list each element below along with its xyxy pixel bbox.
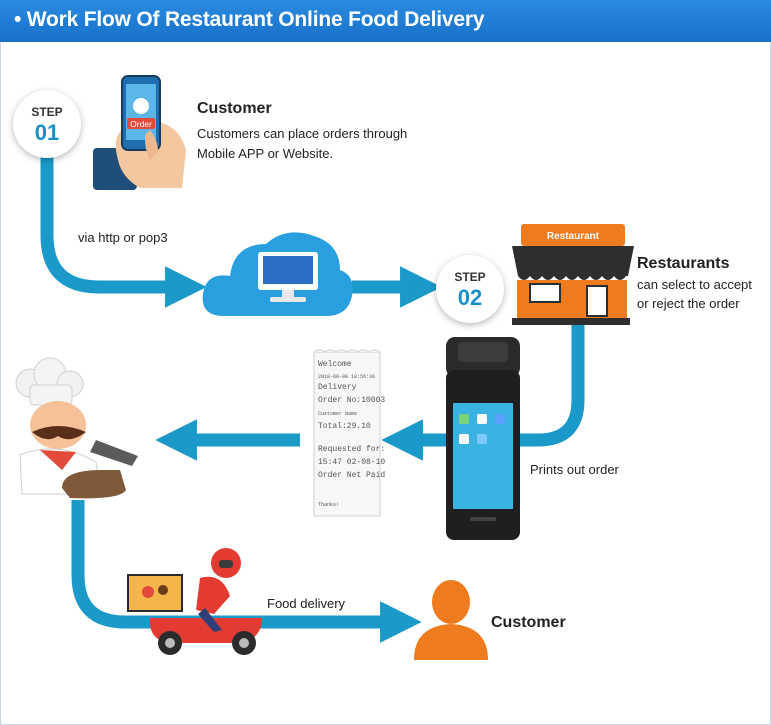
step-02-title: Restaurants bbox=[637, 255, 730, 272]
customer-icon bbox=[414, 580, 488, 660]
receipt-line: Customer Name bbox=[318, 411, 357, 417]
delivery-label: Food delivery bbox=[267, 596, 346, 611]
step-02-label: STEP bbox=[454, 270, 486, 284]
restaurant-icon: Restaurant bbox=[512, 224, 634, 325]
step-02-desc-line1: can select to accept bbox=[637, 277, 752, 292]
receipt-line: Requested for: bbox=[318, 445, 385, 454]
cloud-monitor-icon bbox=[202, 232, 353, 316]
step-02-badge: STEP 02 bbox=[436, 255, 504, 323]
receipt-line: Total:29.10 bbox=[318, 422, 371, 431]
step-01-title: Customer bbox=[197, 100, 272, 117]
receipt-icon: Welcome 2018-08-08 10:56:36DeliveryOrder … bbox=[313, 349, 385, 517]
scooter-rider-icon bbox=[127, 548, 262, 655]
step-02-number: 02 bbox=[457, 285, 483, 310]
restaurant-sign-text: Restaurant bbox=[547, 231, 600, 242]
flow-line-step1-to-cloud bbox=[40, 148, 207, 308]
step-02-desc-line2: or reject the order bbox=[637, 296, 740, 311]
receipt-line: Order Net Paid bbox=[318, 471, 385, 480]
step-01-number: 01 bbox=[34, 120, 60, 145]
header-bar: • Work Flow Of Restaurant Online Food De… bbox=[0, 0, 771, 42]
final-customer-title: Customer bbox=[491, 614, 566, 631]
connector-label: via http or pop3 bbox=[78, 230, 168, 245]
printer-label: Prints out order bbox=[530, 462, 619, 477]
receipt-line: Thanks! bbox=[318, 502, 339, 508]
step-01-desc-line1: Customers can place orders through bbox=[197, 126, 408, 141]
chef-icon bbox=[15, 357, 138, 499]
phone-hand-icon: Order bbox=[93, 75, 186, 190]
step-01-badge: STEP 01 bbox=[13, 90, 81, 158]
flow-line-chef-to-customer bbox=[71, 500, 422, 643]
page-title: • Work Flow Of Restaurant Online Food De… bbox=[14, 8, 485, 31]
receipt-line: 15:47 02-08-10 bbox=[318, 458, 385, 467]
step-01-label: STEP bbox=[31, 105, 63, 119]
flow-line-restaurant-to-printer bbox=[505, 318, 585, 447]
step-01-desc-line2: Mobile APP or Website. bbox=[197, 146, 334, 161]
phone-order-text: Order bbox=[130, 119, 152, 129]
pos-terminal-icon bbox=[446, 337, 520, 540]
receipt-line: Delivery bbox=[318, 383, 357, 392]
receipt-line: 2018-08-08 10:56:36 bbox=[318, 374, 375, 380]
receipt-line: Welcome bbox=[318, 360, 352, 369]
receipt-line: Order No:10003 bbox=[318, 396, 385, 405]
